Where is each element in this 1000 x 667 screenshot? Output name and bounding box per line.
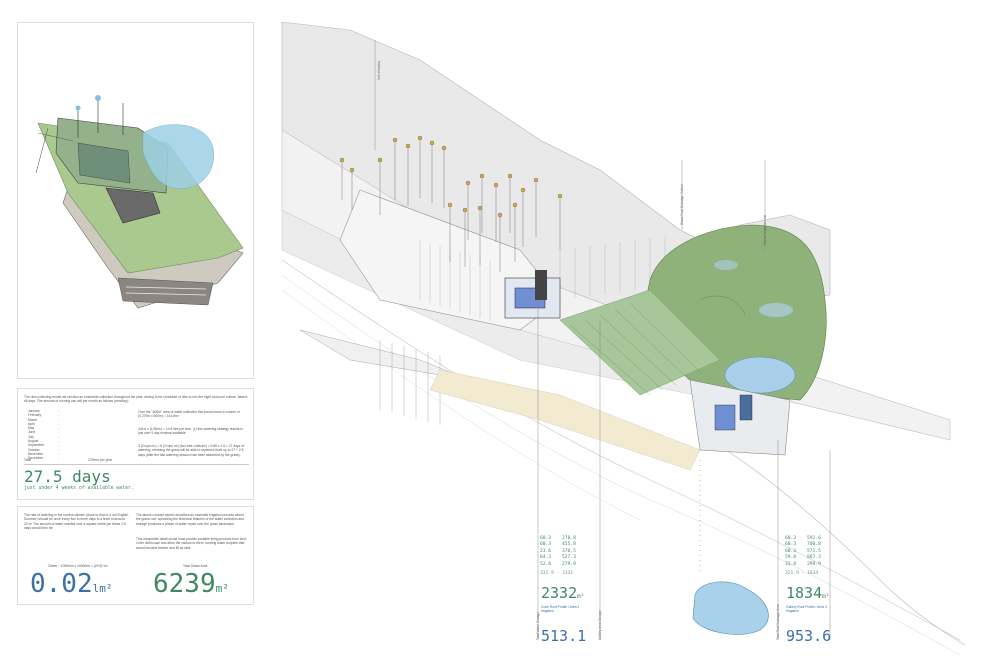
sketch-water-blob bbox=[142, 124, 215, 190]
rain-text: The rate of watering in the current clim… bbox=[24, 513, 129, 530]
month: May bbox=[28, 426, 35, 431]
month: November bbox=[28, 451, 44, 456]
diagram-bottom-right: 953.6 bbox=[786, 627, 832, 645]
label-irrigation-hub: Overall Irrigation Hub bbox=[763, 214, 767, 245]
sketch-slot bbox=[105, 187, 161, 224]
formula-right: Total Grass Area bbox=[183, 564, 208, 568]
label-site-elevation: Site elevation bbox=[377, 60, 381, 80]
water-rate-panel: The rate of watering in the current clim… bbox=[17, 506, 254, 605]
concept-text: The above concept sketch describes an es… bbox=[136, 513, 244, 526]
calculation-panel: The dew collecting model we set also an … bbox=[17, 388, 254, 500]
hillside-terrain bbox=[281, 21, 831, 331]
diagram-big-right: 1834m² bbox=[786, 584, 830, 602]
headline-subtitle: just under 4 weeks of available water. bbox=[24, 486, 134, 491]
month: March bbox=[28, 417, 38, 422]
label-roof-drainage: Grass Roof Drainage Collect bbox=[680, 184, 684, 225]
concept-text-2: This meanwhile detail would most provide… bbox=[136, 537, 247, 550]
dew-collector-masts bbox=[339, 135, 563, 272]
caption-left: Cube Roof Profile / Area 2 Irrigation bbox=[541, 605, 580, 614]
intro-text: The dew collecting model we set also an … bbox=[24, 395, 248, 404]
paving-strip bbox=[429, 369, 701, 471]
month: January bbox=[28, 409, 40, 413]
calc-text-2: 444.6 x (1/30m²) = 14.8 litre per tree, … bbox=[138, 427, 243, 436]
ground-slab bbox=[281, 129, 951, 441]
month: February bbox=[28, 413, 42, 418]
month: June bbox=[28, 430, 36, 435]
diagram-big-left: 2332m² bbox=[541, 584, 585, 602]
calc-text-3: 3 (Crops m²) = 6 (Crops m²) (two tree co… bbox=[138, 444, 244, 457]
grass-field bbox=[559, 289, 721, 396]
month: September bbox=[28, 443, 45, 448]
hill-pond-1 bbox=[759, 303, 793, 317]
month: July bbox=[28, 434, 34, 439]
label-total-storage: Total Water Storage bbox=[536, 611, 540, 640]
month: December bbox=[28, 456, 44, 461]
sketch-panel bbox=[17, 22, 254, 379]
headline-value: 27.5 days bbox=[24, 467, 111, 486]
calc-text-1: Over the "600m" area of water collection… bbox=[138, 410, 240, 419]
month: October bbox=[28, 447, 40, 452]
month: April bbox=[28, 421, 35, 426]
table-sum: 321.9 · 1834 bbox=[785, 571, 819, 577]
month: August bbox=[28, 439, 39, 444]
hill-pond-2 bbox=[714, 260, 738, 270]
total-label: Total bbox=[24, 458, 31, 462]
main-building bbox=[339, 189, 561, 331]
big-left-value: 0.02lm² bbox=[30, 569, 113, 599]
sketch-underside bbox=[117, 277, 214, 306]
pond-hub bbox=[689, 356, 796, 456]
months-list: January- February- March- April- May- Ju… bbox=[28, 409, 60, 461]
entry-ramp bbox=[299, 329, 471, 381]
formula-left: 20mm ÷ 1000mm x 1000mm = (29.5)^m² bbox=[48, 564, 108, 568]
irrigation-hub bbox=[504, 270, 561, 319]
big-right-value: 6239m² bbox=[153, 569, 229, 599]
diagram-bottom-left: 513.1 bbox=[541, 627, 587, 645]
concept-sketch bbox=[35, 95, 244, 309]
total-units: 279mm per year bbox=[88, 458, 113, 462]
label-gallery-storage: Gallery Area Storage bbox=[598, 610, 602, 640]
green-hill bbox=[639, 224, 827, 401]
label-total-roof-area: Total Roof Drainage Area bbox=[776, 604, 780, 640]
table-sum: 331.9 · 2331 bbox=[540, 571, 574, 577]
lower-pond bbox=[692, 581, 769, 635]
caption-right: Gallery Roof Profile / Area 3 Irrigation bbox=[786, 605, 827, 614]
